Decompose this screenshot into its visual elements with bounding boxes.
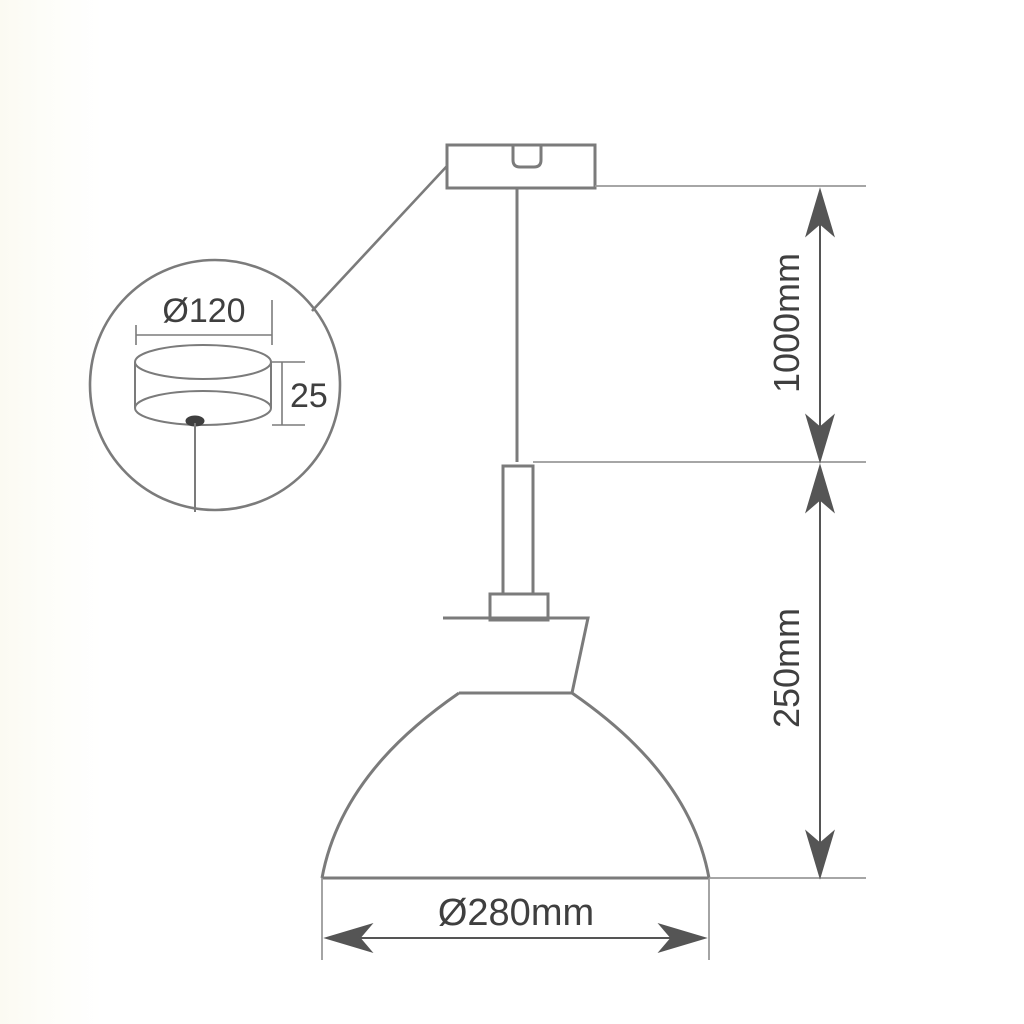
dim-label-canopy-height: 25 xyxy=(290,377,328,415)
dimension-suspension-drop: 1000mm xyxy=(766,187,835,464)
ceiling-canopy xyxy=(445,143,597,190)
dim-label-canopy-diameter: Ø120 xyxy=(162,292,245,330)
socket-collar-outline xyxy=(488,592,550,622)
dim-label-shade-diameter: Ø280mm xyxy=(438,892,594,934)
dim-label-fixture-height: 250mm xyxy=(766,608,807,728)
detail-leader-line xyxy=(311,165,448,312)
shade-cone-profile xyxy=(443,616,590,695)
lamp-socket xyxy=(488,464,550,622)
detail-canopy-top-ellipse xyxy=(134,344,272,380)
shade-dome-left xyxy=(320,691,460,879)
lamp-shade xyxy=(320,616,711,880)
dimension-shade-diameter: Ø280mm xyxy=(321,878,710,960)
shade-dome-right xyxy=(571,691,711,879)
dim-arrow-right-280 xyxy=(657,923,708,953)
canopy-keyhole-slot xyxy=(511,145,543,169)
dim-label-suspension-drop: 1000mm xyxy=(766,253,807,393)
dim-arrow-down-1000 xyxy=(805,413,835,464)
dim-arrow-up-250 xyxy=(805,463,835,514)
detail-canopy-bottom-ellipse xyxy=(134,390,272,426)
dimension-fixture-height: 250mm xyxy=(766,463,835,880)
dim-arrow-left-280 xyxy=(323,923,374,953)
dim-arrow-up-1000 xyxy=(805,187,835,238)
dim-arrow-down-250 xyxy=(805,829,835,880)
socket-stem-outline xyxy=(501,464,535,596)
detail-circle-outline xyxy=(88,258,342,512)
canopy-detail-view: Ø120 25 xyxy=(88,165,448,512)
